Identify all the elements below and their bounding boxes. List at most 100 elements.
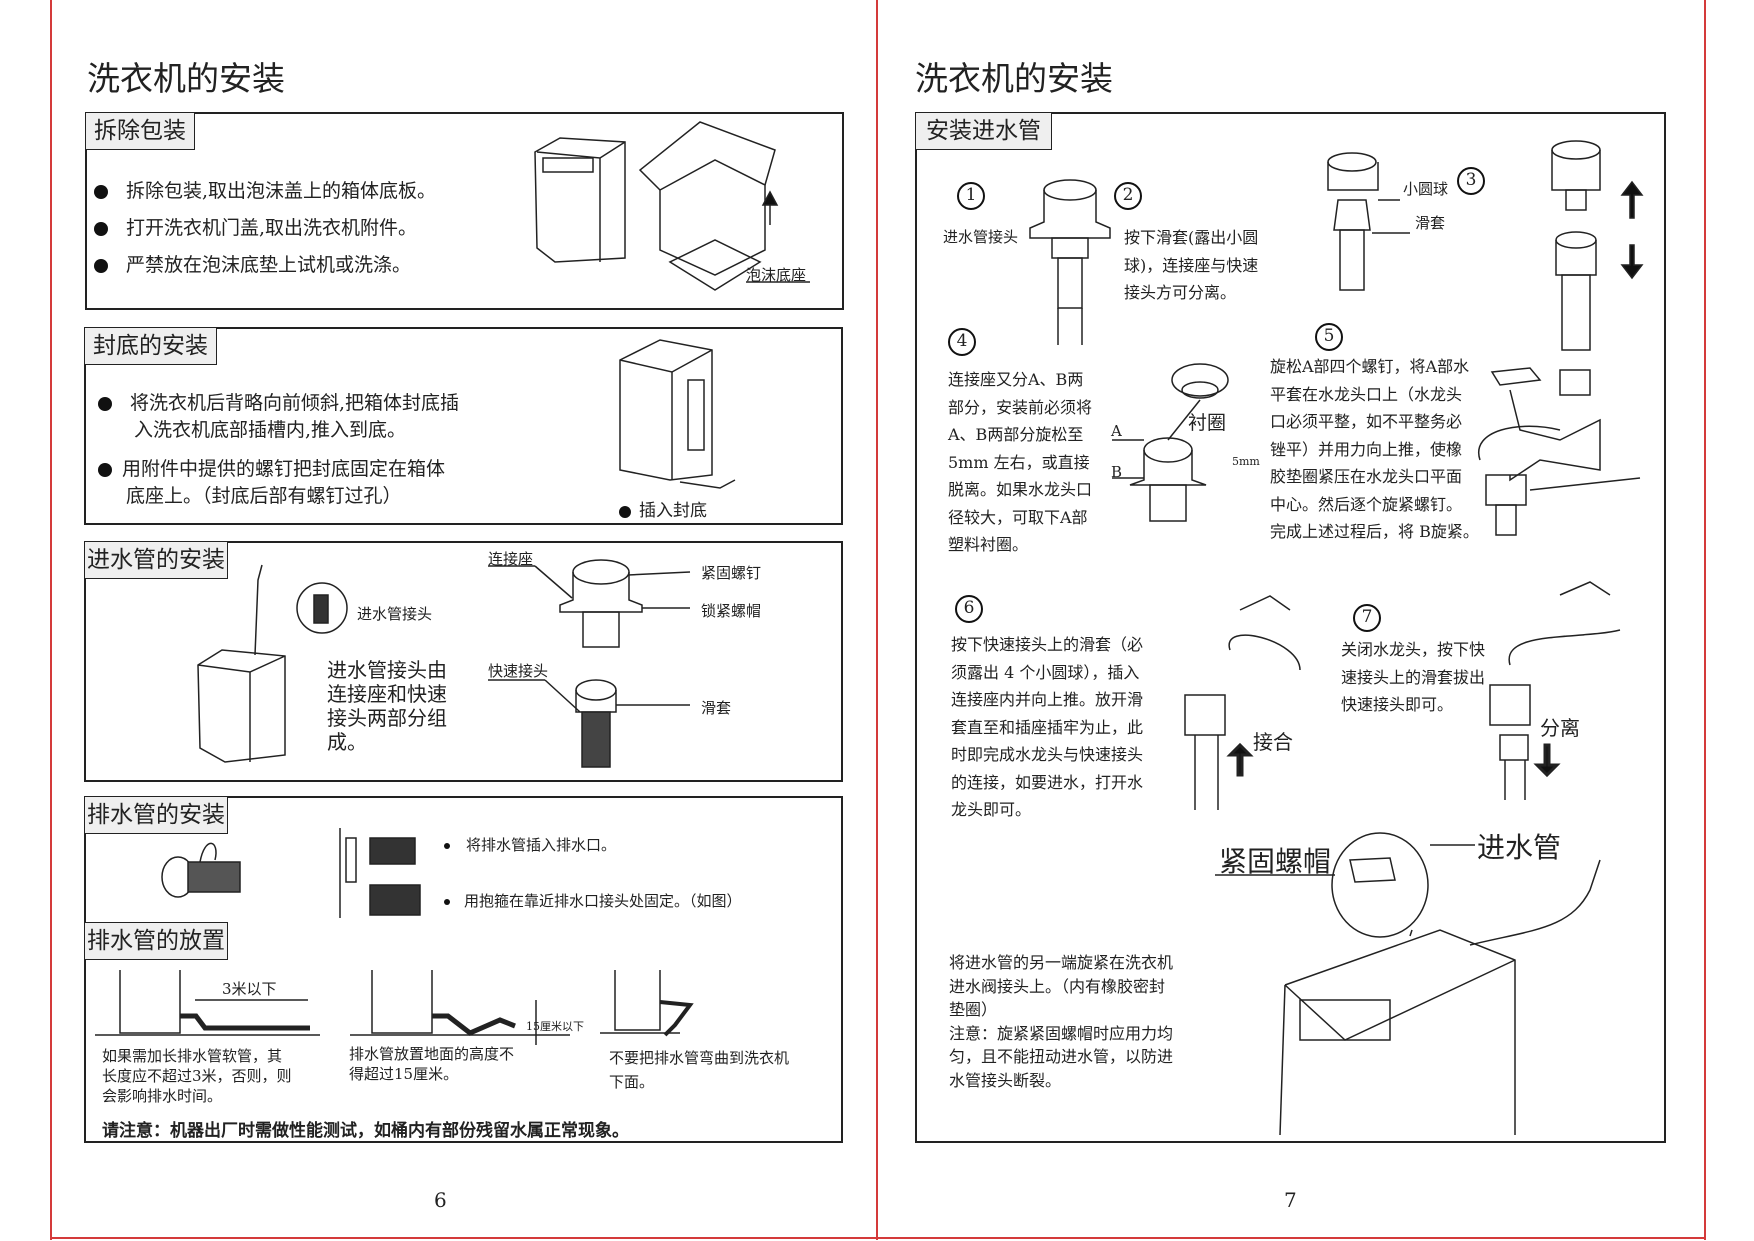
separate-label: 分离: [1540, 716, 1580, 740]
bullet-item: 严禁放在泡沫底垫上试机或洗涤。: [94, 250, 411, 277]
text-line: 套直至和插座插牢为止，此: [951, 717, 1144, 737]
text-line: 径较大，可取下A部: [948, 507, 1088, 527]
section-heading: 安装进水管: [915, 112, 1052, 150]
caption-line: 排水管放置地面的高度不: [349, 1045, 515, 1063]
text-line: 垫圈）: [949, 1000, 998, 1019]
section-heading: 进水管的安装: [84, 541, 228, 579]
section-unpack: 拆除包装: [85, 112, 844, 310]
section-heading: 排水管的放置: [84, 922, 228, 960]
quick-joint-step3-illustration: [1327, 152, 1410, 291]
section-drain: 排水管的安装 排水管的放置: [84, 796, 843, 1143]
page-border-bottom: [50, 1237, 1706, 1239]
placement-caption: 排水管放置地面的高度不得超过15厘米。: [349, 1044, 514, 1084]
joint-label: 进水管接头: [943, 228, 1019, 246]
bullet-icon: [94, 222, 108, 236]
bullet-item: 用附件中提供的螺钉把封底固定在箱体底座上。（封底后部有螺钉过孔）: [98, 456, 445, 510]
quick-joint-illustration: [488, 679, 690, 768]
step7-text: 关闭水龙头，按下快速接头上的滑套拔出快速接头即可。: [1341, 636, 1485, 719]
bullet-item: 打开洗衣机门盖,取出洗衣机附件。: [94, 213, 417, 240]
screw-label: 紧固螺钉: [701, 564, 762, 582]
text-line: 龙头即可。: [951, 800, 1032, 819]
step-number: 3: [1457, 167, 1485, 195]
page-number-left: 6: [434, 1188, 447, 1212]
text-line: 部分，安装前必须将: [948, 397, 1093, 417]
section-inlet: 进水管的安装: [84, 541, 843, 782]
bullet-text: 将排水管插入排水口。: [466, 836, 617, 854]
text-line: 5mm 左右，或直接: [948, 452, 1090, 472]
caption-line: 不要把排水管弯曲到洗衣机: [609, 1049, 790, 1067]
nut-label: 紧固螺帽: [1219, 845, 1332, 878]
gap-label: 5mm: [1232, 455, 1260, 468]
bullet-icon: [98, 397, 112, 411]
bullet-icon: [444, 899, 450, 905]
sleeve-label: 滑套: [1415, 214, 1446, 232]
text-line: 快速接头即可。: [1341, 695, 1454, 714]
text-line: 锉平）并用力向上推，使橡: [1270, 439, 1463, 459]
locknut-label: 锁紧螺帽: [701, 602, 762, 620]
page-border-left: [50, 0, 52, 1240]
bullet-item: 用抱箍在靠近排水口接头处固定。（如图）: [444, 890, 742, 911]
washer-inlet-illustration: [1215, 832, 1601, 1136]
ball-label: 小圆球: [1403, 180, 1449, 198]
text-line: 胶垫圈紧压在水龙头口平面: [1270, 467, 1463, 486]
bullet-icon: [619, 505, 631, 518]
liner-illustration: [1112, 363, 1229, 522]
inlet-description: 进水管接头由连接座和快速接头两部分组成。: [327, 658, 447, 754]
bullet-text: 入洗衣机底部插槽内,推入到底。: [134, 419, 407, 441]
section-heading: 封底的安装: [84, 327, 217, 365]
placement-illustrations: [95, 970, 694, 1045]
bullet-item: 将洗衣机后背略向前倾斜,把箱体封底插入洗衣机底部插槽内,推入到底。: [98, 390, 459, 444]
bullet-icon: [444, 843, 450, 849]
placement-caption: 不要把排水管弯曲到洗衣机下面。: [609, 1046, 789, 1094]
text-line: 水管接头断裂。: [949, 1070, 1062, 1090]
step-number: 7: [1353, 604, 1381, 632]
quick-joint-separated-illustration: [1551, 140, 1644, 351]
placement-caption: 如果需加长排水管软管，其长度应不超过3米，否则，则会影响排水时间。: [102, 1046, 292, 1106]
text-line: 按下快速接头上的滑套（必: [951, 635, 1144, 654]
page-border-right: [1704, 0, 1706, 1240]
text-line: 完成上述过程后，将 B旋紧。: [1270, 522, 1479, 541]
quick-joint-step1-illustration: [1029, 179, 1111, 345]
section-install-inlet: 安装进水管: [915, 112, 1666, 1143]
desc-line: 成。: [327, 730, 367, 754]
washer-illustration-inlet: [197, 564, 348, 763]
section-heading: 拆除包装: [85, 112, 195, 150]
caption-line: 会影响排水时间。: [102, 1087, 223, 1105]
final-instructions: 将进水管的另一端旋紧在洗衣机进水阀接头上。（内有橡胶密封垫圈）注意：旋紧紧固螺帽…: [949, 951, 1173, 1092]
page-divider: [876, 0, 878, 1240]
bullet-item: 将排水管插入排水口。: [444, 834, 616, 855]
step6-text: 按下快速接头上的滑套（必须露出 4 个小圆球），插入连接座内并向上推。放开滑套直…: [951, 631, 1143, 824]
text-line: 脱离。如果水龙头口: [948, 480, 1093, 499]
text-line: A、B两部分旋松至: [948, 425, 1084, 444]
washer-illustration-unpack: [534, 137, 626, 263]
length-label: 3米以下: [222, 980, 277, 998]
bullet-icon: [94, 185, 108, 199]
connector-label: 连接座: [488, 550, 534, 568]
page-title-left: 洗衣机的安装: [87, 59, 285, 98]
text-line: 接头方可分离。: [1124, 283, 1237, 302]
bullet-text: 拆除包装,取出泡沫盖上的箱体底板。: [126, 180, 437, 202]
bullet-text: 严禁放在泡沫底垫上试机或洗涤。: [126, 254, 412, 276]
caption-text: 插入封底: [639, 501, 707, 521]
join-label: 接合: [1253, 730, 1293, 754]
text-line: 中心。然后逐个旋紧螺钉。: [1270, 494, 1463, 514]
part-b-label: B: [1111, 463, 1123, 481]
page-title-right: 洗衣机的安装: [915, 59, 1113, 98]
step-number: 6: [955, 595, 983, 623]
text-line: 按下滑套(露出小圆: [1124, 228, 1259, 247]
page-number-right: 7: [1284, 1188, 1297, 1212]
desc-line: 接头两部分组: [327, 706, 447, 730]
bullet-icon: [94, 259, 108, 273]
factory-test-note: 请注意：机器出厂时需做性能测试，如桶内有部份残留水属正常现象。: [102, 1121, 629, 1141]
faucet-step7-illustration: [1489, 581, 1621, 800]
text-line: 口必须平整，如不平整务必: [1270, 412, 1463, 431]
bullet-text: 将洗衣机后背略向前倾斜,把箱体封底插: [130, 392, 460, 414]
bullet-text: 底座上。（封底后部有螺钉过孔）: [126, 485, 402, 507]
step-number: 5: [1315, 323, 1343, 351]
sleeve-label: 滑套: [701, 699, 732, 717]
step2-text: 按下滑套(露出小圆球)，连接座与快速接头方可分离。: [1124, 224, 1258, 307]
caption-line: 得超过15厘米。: [349, 1065, 459, 1083]
caption-line: 长度应不超过3米，否则，则: [102, 1067, 292, 1085]
text-line: 关闭水龙头，按下快: [1341, 640, 1486, 659]
